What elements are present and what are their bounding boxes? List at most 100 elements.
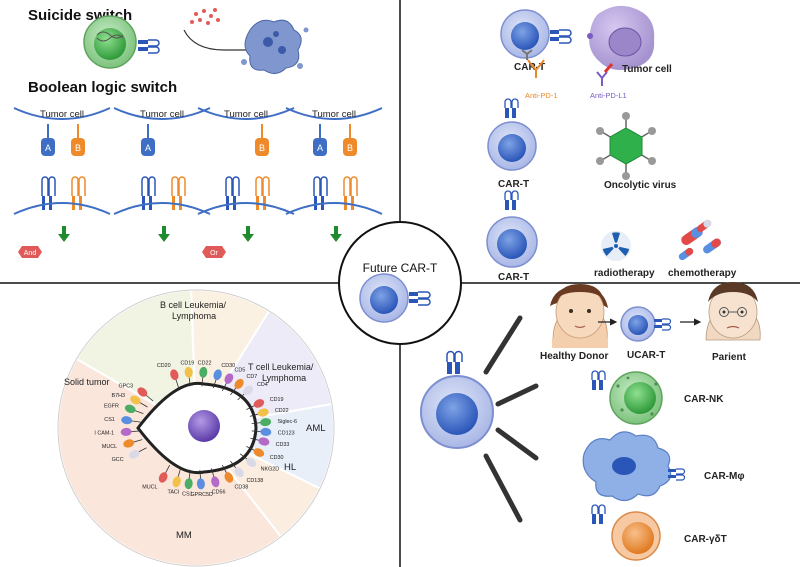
antigen-marker-icon	[253, 399, 265, 408]
car-nk-label: CAR-NK	[684, 394, 724, 405]
anti-pd1-antibody-icon	[527, 59, 545, 78]
car-receptor-icon	[446, 350, 463, 374]
antigen-marker-icon	[246, 457, 257, 468]
car-receptor-icon	[409, 291, 431, 306]
antigen-a-icon	[41, 138, 55, 156]
future-car-t-title: Future CAR-T	[363, 261, 438, 275]
sector-label-t-cell: T cell Leukemia/	[248, 362, 314, 372]
antigen-label: GPRC5D	[190, 492, 213, 498]
antigen-marker-icon	[124, 404, 136, 414]
tumor-cell-label: Tumor cell	[622, 64, 672, 75]
center-cart-cell	[359, 273, 409, 323]
antigen-label: CD19	[270, 397, 284, 403]
tumor-cell-icon	[587, 5, 655, 70]
sector-label-mm: MM	[176, 530, 192, 541]
chemotherapy-pills-icon	[678, 219, 721, 261]
connector-lines	[483, 315, 539, 523]
patient-label: Parient	[712, 352, 747, 363]
patient-face-icon	[705, 282, 761, 341]
future-car-t-center: Future CAR-T	[338, 221, 462, 345]
antigen-label: CD138	[246, 478, 263, 484]
antigen-a-icon	[141, 138, 155, 156]
antigen-label: A	[317, 143, 323, 153]
antigen-marker-icon	[128, 449, 140, 459]
antigen-a-icon	[313, 138, 327, 156]
car-gamma-delta-t-label: CAR-γδT	[684, 534, 727, 545]
suicide-arrow	[183, 29, 256, 54]
antigen-marker-icon	[199, 366, 208, 378]
antigen-label: TACI	[167, 489, 179, 495]
antigen-marker-icon	[196, 478, 205, 490]
car-macrophage-cell	[582, 431, 672, 502]
anti-pd1-label: Anti-PD-1	[525, 91, 558, 100]
cart-cell-3	[486, 216, 538, 268]
logic-gate-label: And	[24, 250, 37, 257]
antigen-marker-icon	[258, 437, 270, 446]
antigen-label: GCC	[112, 457, 124, 463]
antigen-marker-icon	[130, 395, 141, 405]
antigen-label: MUCL	[142, 484, 157, 490]
tumor-cell-label: Tumor cell	[40, 109, 84, 120]
logic-gate-label: Or	[210, 250, 218, 257]
apoptotic-cell-icon	[241, 19, 309, 74]
car-receptor-icon	[550, 29, 572, 44]
sector-label-b-cell: B cell Leukemia/	[160, 300, 227, 310]
car-receptor-icon	[504, 190, 519, 210]
tumor-cell-label: Tumor cell	[312, 109, 356, 120]
sector-label-aml: AML	[306, 423, 326, 434]
car-gamma-delta-t-cell	[611, 511, 661, 561]
antigen-label: CS1	[104, 417, 115, 423]
antigen-marker-icon	[224, 373, 234, 384]
antigen-marker-icon	[120, 427, 132, 436]
cart-label-1: CAR-T	[514, 62, 545, 73]
radiotherapy-label: radiotherapy	[594, 268, 655, 279]
antigen-label: I CAM-1	[94, 431, 114, 437]
radiation-icon	[601, 231, 631, 261]
down-arrow-icon	[58, 226, 70, 242]
antigen-label: CD19	[181, 360, 195, 366]
antigen-marker-icon	[158, 472, 168, 483]
tumor-cell-label: Tumor cell	[224, 109, 268, 120]
car-receptor-icon	[591, 370, 606, 390]
antigen-marker-icon	[184, 366, 193, 378]
antigen-label: MUCL	[102, 444, 117, 450]
oncolytic-virus-label: Oncolytic virus	[604, 180, 677, 191]
cart-cell-1	[500, 9, 550, 59]
antigen-marker-icon	[253, 448, 265, 457]
oncolytic-virus-icon	[596, 112, 656, 180]
logic-gate-icon	[18, 246, 42, 258]
healthy-donor-label: Healthy Donor	[540, 351, 608, 362]
antigen-label: B	[75, 143, 81, 153]
car-macrophage-label: CAR-Mφ	[704, 471, 744, 482]
antigen-label: CS1	[182, 492, 193, 498]
antigen-label: CD30	[270, 455, 284, 461]
cart-cell-with-dna	[83, 15, 137, 69]
antigen-b-icon	[343, 138, 357, 156]
antigen-b-icon	[71, 138, 85, 156]
car-receptor-icon	[504, 98, 519, 118]
antigen-marker-icon	[224, 472, 234, 483]
antigen-label: CD7	[246, 374, 257, 380]
antigen-label: B7H3	[111, 393, 125, 399]
antigen-label: CD4	[257, 382, 268, 388]
car-receptor-icon	[654, 318, 672, 331]
pdl1-ligand-icon	[603, 63, 614, 73]
cart-cell-2	[487, 121, 537, 171]
antigen-label: NKG2D	[261, 467, 280, 473]
antigen-marker-icon	[234, 467, 244, 478]
antigen-label: B	[259, 143, 265, 153]
boolean-logic-title: Boolean logic switch	[28, 79, 177, 96]
sector-label-t-cell: Lymphoma	[262, 373, 306, 383]
antigen-marker-icon	[170, 369, 179, 381]
antigen-marker-icon	[184, 478, 193, 490]
ucar-t-cell	[620, 306, 656, 342]
antigen-label: CD56	[212, 489, 226, 495]
drug-particles-icon	[190, 8, 220, 25]
antigen-label: CD33	[276, 442, 290, 448]
logic-gate-icon	[202, 246, 226, 258]
